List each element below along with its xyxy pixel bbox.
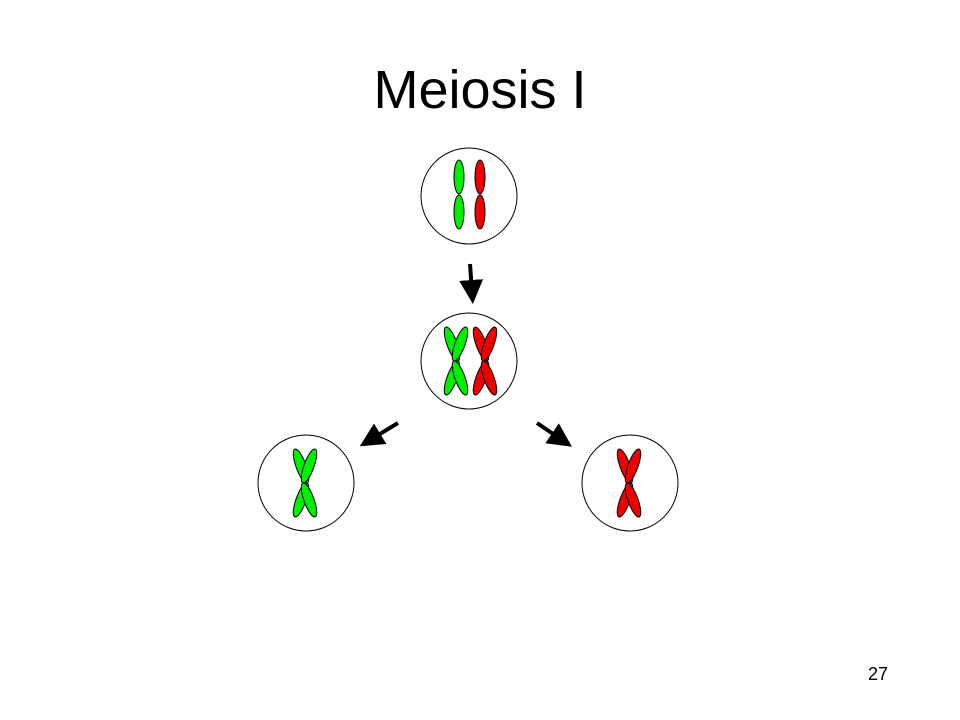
chromatid-arm [624, 482, 642, 518]
chromosome-green-replicated [443, 326, 469, 396]
cell-membrane [420, 147, 518, 245]
cell-daughter-red [581, 434, 679, 532]
page-number: 27 [868, 664, 889, 684]
chromosome-red [474, 159, 486, 230]
slide-title: Meiosis I [373, 60, 587, 120]
chromosome-green-replicated [292, 448, 318, 518]
chromosome-red-replicated [616, 448, 642, 518]
chromosome-red-replicated [472, 326, 498, 396]
chromatid-arm [480, 360, 498, 396]
chromatid-arm [451, 360, 469, 396]
chromatid-arm-upper [453, 159, 465, 195]
arrow-down-right [535, 421, 572, 447]
chromatid-arm [300, 482, 318, 518]
arrow-down [459, 263, 484, 304]
chromatid-arm-upper [474, 159, 486, 195]
chromatid-arm-lower [453, 194, 465, 230]
cell-membrane [420, 312, 518, 410]
cell-unreplicated [420, 147, 518, 245]
cell-daughter-green [257, 434, 355, 532]
chromatid-arm-lower [474, 194, 486, 230]
arrow-down-left [359, 421, 400, 447]
cell-replicated [420, 312, 518, 410]
chromosome-green [453, 159, 465, 230]
